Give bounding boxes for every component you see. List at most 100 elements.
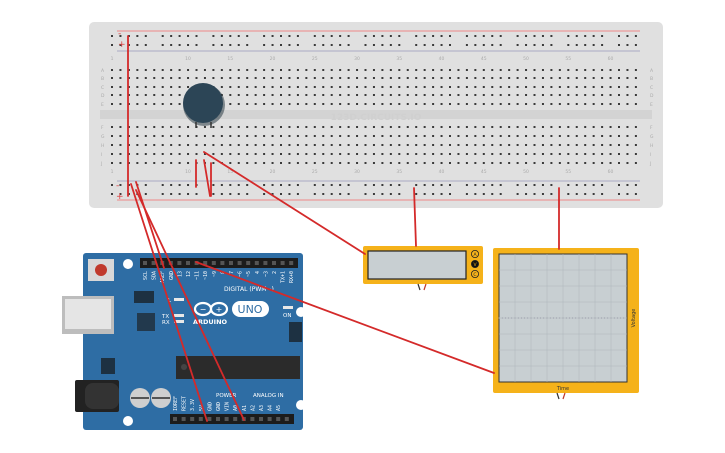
breadboard-hole[interactable] bbox=[415, 144, 418, 146]
breadboard-hole[interactable] bbox=[575, 35, 578, 37]
breadboard-hole[interactable] bbox=[389, 103, 392, 105]
breadboard-hole[interactable] bbox=[516, 44, 519, 46]
breadboard-hole[interactable] bbox=[178, 135, 181, 137]
breadboard-hole[interactable] bbox=[618, 162, 620, 164]
breadboard-hole[interactable] bbox=[601, 77, 604, 79]
breadboard-hole[interactable] bbox=[212, 77, 215, 79]
breadboard-hole[interactable] bbox=[618, 77, 620, 79]
header-pin[interactable] bbox=[250, 417, 255, 421]
breadboard-hole[interactable] bbox=[212, 153, 215, 155]
breadboard-hole[interactable] bbox=[330, 103, 333, 105]
breadboard-hole[interactable] bbox=[339, 77, 342, 79]
breadboard-hole[interactable] bbox=[313, 94, 316, 96]
breadboard-hole[interactable] bbox=[119, 77, 122, 79]
breadboard-hole[interactable] bbox=[119, 94, 122, 96]
breadboard-hole[interactable] bbox=[634, 77, 637, 79]
breadboard-hole[interactable] bbox=[389, 135, 392, 137]
breadboard-hole[interactable] bbox=[305, 135, 308, 137]
breadboard-hole[interactable] bbox=[601, 162, 604, 164]
breadboard-hole[interactable] bbox=[280, 144, 282, 146]
breadboard-hole[interactable] bbox=[592, 135, 595, 137]
breadboard-hole[interactable] bbox=[533, 153, 536, 155]
breadboard-hole[interactable] bbox=[161, 162, 164, 164]
breadboard-hole[interactable] bbox=[499, 126, 502, 128]
breadboard-hole[interactable] bbox=[567, 35, 570, 37]
breadboard-hole[interactable] bbox=[381, 35, 384, 37]
breadboard-hole[interactable] bbox=[432, 193, 435, 195]
breadboard-hole[interactable] bbox=[161, 153, 164, 155]
breadboard-hole[interactable] bbox=[313, 126, 316, 128]
breadboard-hole[interactable] bbox=[550, 144, 553, 146]
breadboard-hole[interactable] bbox=[499, 44, 502, 46]
breadboard-hole[interactable] bbox=[305, 126, 308, 128]
breadboard-hole[interactable] bbox=[119, 35, 122, 37]
breadboard-hole[interactable] bbox=[406, 69, 409, 71]
breadboard-hole[interactable] bbox=[449, 126, 451, 128]
breadboard-hole[interactable] bbox=[567, 103, 570, 105]
breadboard-hole[interactable] bbox=[609, 103, 612, 105]
breadboard-hole[interactable] bbox=[195, 153, 198, 155]
breadboard-hole[interactable] bbox=[474, 162, 477, 164]
breadboard-hole[interactable] bbox=[584, 153, 587, 155]
breadboard-hole[interactable] bbox=[330, 77, 333, 79]
breadboard-hole[interactable] bbox=[533, 103, 536, 105]
breadboard-hole[interactable] bbox=[592, 86, 595, 88]
breadboard-hole[interactable] bbox=[381, 94, 384, 96]
breadboard-hole[interactable] bbox=[364, 144, 367, 146]
breadboard-hole[interactable] bbox=[187, 86, 190, 88]
breadboard-hole[interactable] bbox=[499, 94, 502, 96]
breadboard-hole[interactable] bbox=[609, 144, 612, 146]
breadboard-hole[interactable] bbox=[406, 144, 409, 146]
breadboard-hole[interactable] bbox=[525, 153, 528, 155]
breadboard-hole[interactable] bbox=[381, 77, 384, 79]
breadboard-hole[interactable] bbox=[567, 162, 570, 164]
breadboard-hole[interactable] bbox=[280, 94, 282, 96]
breadboard-hole[interactable] bbox=[558, 69, 561, 71]
breadboard-hole[interactable] bbox=[153, 86, 156, 88]
breadboard-hole[interactable] bbox=[584, 135, 587, 137]
breadboard-hole[interactable] bbox=[313, 86, 316, 88]
breadboard-hole[interactable] bbox=[389, 126, 392, 128]
breadboard-hole[interactable] bbox=[626, 94, 629, 96]
breadboard-hole[interactable] bbox=[347, 86, 350, 88]
breadboard-hole[interactable] bbox=[364, 153, 367, 155]
breadboard-hole[interactable] bbox=[220, 135, 223, 137]
breadboard-hole[interactable] bbox=[592, 184, 595, 186]
breadboard-hole[interactable] bbox=[423, 35, 426, 37]
breadboard-hole[interactable] bbox=[465, 153, 468, 155]
header-pin[interactable] bbox=[276, 417, 281, 421]
breadboard-hole[interactable] bbox=[339, 35, 342, 37]
breadboard-hole[interactable] bbox=[457, 144, 460, 146]
breadboard-hole[interactable] bbox=[178, 35, 181, 37]
breadboard-hole[interactable] bbox=[634, 35, 637, 37]
breadboard-hole[interactable] bbox=[195, 135, 198, 137]
breadboard-hole[interactable] bbox=[296, 94, 299, 96]
breadboard-hole[interactable] bbox=[161, 44, 164, 46]
breadboard-hole[interactable] bbox=[508, 153, 511, 155]
breadboard-hole[interactable] bbox=[322, 77, 325, 79]
breadboard-hole[interactable] bbox=[280, 162, 282, 164]
breadboard-hole[interactable] bbox=[398, 162, 401, 164]
breadboard-hole[interactable] bbox=[229, 153, 232, 155]
breadboard-hole[interactable] bbox=[364, 44, 367, 46]
breadboard-hole[interactable] bbox=[474, 135, 477, 137]
breadboard-hole[interactable] bbox=[111, 153, 113, 155]
breadboard-hole[interactable] bbox=[389, 162, 392, 164]
breadboard-hole[interactable] bbox=[575, 144, 578, 146]
breadboard-hole[interactable] bbox=[474, 35, 477, 37]
breadboard-hole[interactable] bbox=[271, 69, 274, 71]
breadboard-hole[interactable] bbox=[178, 162, 181, 164]
breadboard-hole[interactable] bbox=[626, 135, 629, 137]
breadboard-hole[interactable] bbox=[288, 184, 291, 186]
breadboard-hole[interactable] bbox=[229, 44, 232, 46]
breadboard-hole[interactable] bbox=[111, 86, 113, 88]
breadboard-hole[interactable] bbox=[398, 144, 401, 146]
header-pin[interactable] bbox=[216, 417, 220, 421]
breadboard-hole[interactable] bbox=[237, 35, 240, 37]
breadboard-hole[interactable] bbox=[499, 69, 502, 71]
breadboard-hole[interactable] bbox=[584, 69, 587, 71]
breadboard-hole[interactable] bbox=[550, 184, 553, 186]
breadboard-hole[interactable] bbox=[153, 77, 156, 79]
breadboard-hole[interactable] bbox=[212, 69, 215, 71]
breadboard-hole[interactable] bbox=[229, 162, 232, 164]
